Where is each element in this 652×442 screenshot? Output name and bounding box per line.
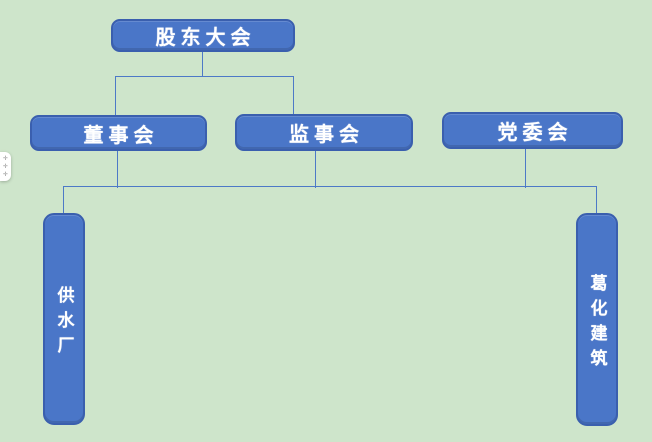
connector-supervisory-to-bus [315, 150, 317, 188]
node-gehua-construction-label: 葛化建筑 [586, 273, 607, 374]
drag-dot-icon: ✛ [2, 162, 9, 170]
node-board-of-directors-label: 董事会 [83, 122, 159, 147]
connector-bus-horizontal [63, 186, 597, 188]
node-water-supply-plant-label: 供水厂 [53, 285, 74, 361]
node-water-supply-plant[interactable]: 供水厂 [43, 213, 85, 425]
node-party-committee[interactable]: 党委会 [442, 112, 623, 149]
connector-top-horizontal [115, 76, 294, 78]
connector-bus-to-gehua [596, 186, 598, 214]
side-panel-handle[interactable]: ✛ ✛ ✛ [0, 152, 11, 181]
drag-dot-icon: ✛ [2, 154, 9, 162]
node-shareholders-meeting-label: 股东大会 [155, 25, 256, 49]
connector-bus-to-water-plant [63, 186, 65, 214]
connector-drop-to-supervisory [293, 76, 295, 115]
node-board-of-directors[interactable]: 董事会 [30, 115, 207, 151]
node-supervisory-board-label: 监事会 [289, 122, 364, 146]
drag-dot-icon: ✛ [2, 170, 9, 178]
node-shareholders-meeting[interactable]: 股东大会 [111, 19, 295, 52]
node-supervisory-board[interactable]: 监事会 [235, 114, 413, 151]
connector-party-to-bus [525, 148, 527, 188]
node-party-committee-label: 党委会 [497, 120, 573, 144]
node-gehua-construction[interactable]: 葛化建筑 [576, 213, 618, 426]
connector-board-to-bus [117, 150, 119, 188]
connector-drop-to-board [115, 76, 117, 116]
connector-top-stem [202, 52, 204, 76]
